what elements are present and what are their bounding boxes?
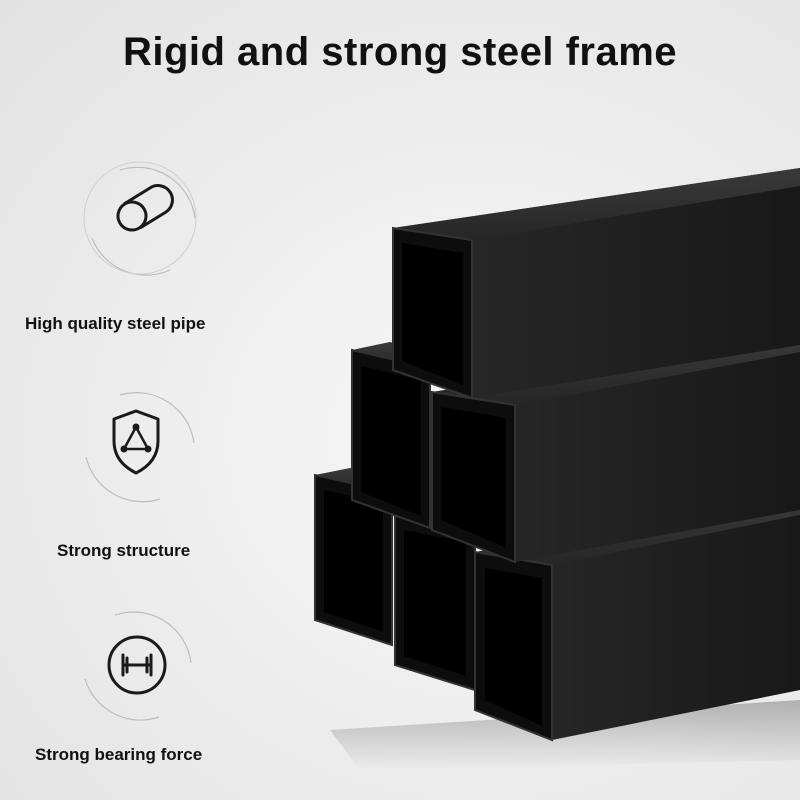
shield-triangle-icon (78, 385, 198, 505)
tube-top (392, 168, 800, 400)
page-title: Rigid and strong steel frame (122, 30, 678, 74)
barbell-icon (75, 603, 195, 723)
feature-label: Strong bearing force (35, 745, 203, 764)
tube-bottom-left (314, 468, 420, 647)
feature-label: Strong structure (57, 541, 191, 560)
feature-label: High quality steel pipe (25, 314, 206, 333)
tube-bottom-middle (394, 508, 500, 692)
steel-pipe-icon (80, 158, 200, 278)
